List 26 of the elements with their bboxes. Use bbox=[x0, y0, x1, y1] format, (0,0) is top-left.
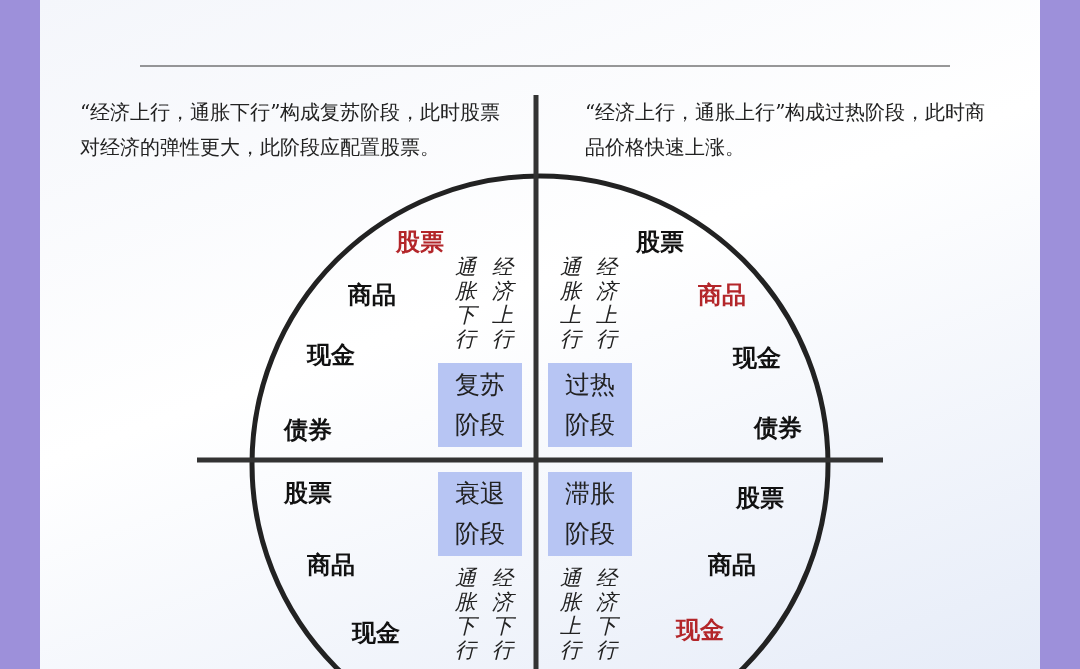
asset-label: 商品 bbox=[698, 280, 746, 311]
phase-label: 过热阶段 bbox=[564, 369, 616, 441]
asset-label: 商品 bbox=[348, 280, 396, 311]
asset-label: 商品 bbox=[307, 550, 355, 581]
asset-label: 现金 bbox=[676, 615, 724, 646]
asset-label: 商品 bbox=[708, 550, 756, 581]
asset-label: 债券 bbox=[284, 415, 332, 446]
vertical-label: 通胀上行 bbox=[560, 566, 581, 663]
asset-label: 现金 bbox=[307, 340, 355, 371]
asset-label: 股票 bbox=[396, 227, 444, 258]
description-paragraph: “经济上行，通胀下行”构成复苏阶段，此时股票对经济的弹性更大，此阶段应配置股票。 bbox=[80, 99, 502, 161]
phase-label: 衰退阶段 bbox=[454, 478, 506, 550]
asset-label: 股票 bbox=[636, 227, 684, 258]
phase-box bbox=[438, 472, 522, 556]
description-paragraph: “经济上行，通胀上行”构成过热阶段，此时商品价格快速上涨。 bbox=[585, 99, 987, 161]
asset-label: 现金 bbox=[352, 618, 400, 649]
asset-label: 现金 bbox=[733, 343, 781, 374]
phase-box bbox=[548, 472, 632, 556]
phase-label: 滞胀阶段 bbox=[564, 478, 616, 550]
phase-box bbox=[548, 363, 632, 447]
phase-box bbox=[438, 363, 522, 447]
asset-label: 股票 bbox=[284, 478, 332, 509]
asset-label: 债券 bbox=[754, 413, 802, 444]
vertical-label: 通胀上行 bbox=[560, 255, 581, 352]
asset-label: 股票 bbox=[736, 483, 784, 514]
phase-label: 复苏阶段 bbox=[454, 369, 506, 441]
